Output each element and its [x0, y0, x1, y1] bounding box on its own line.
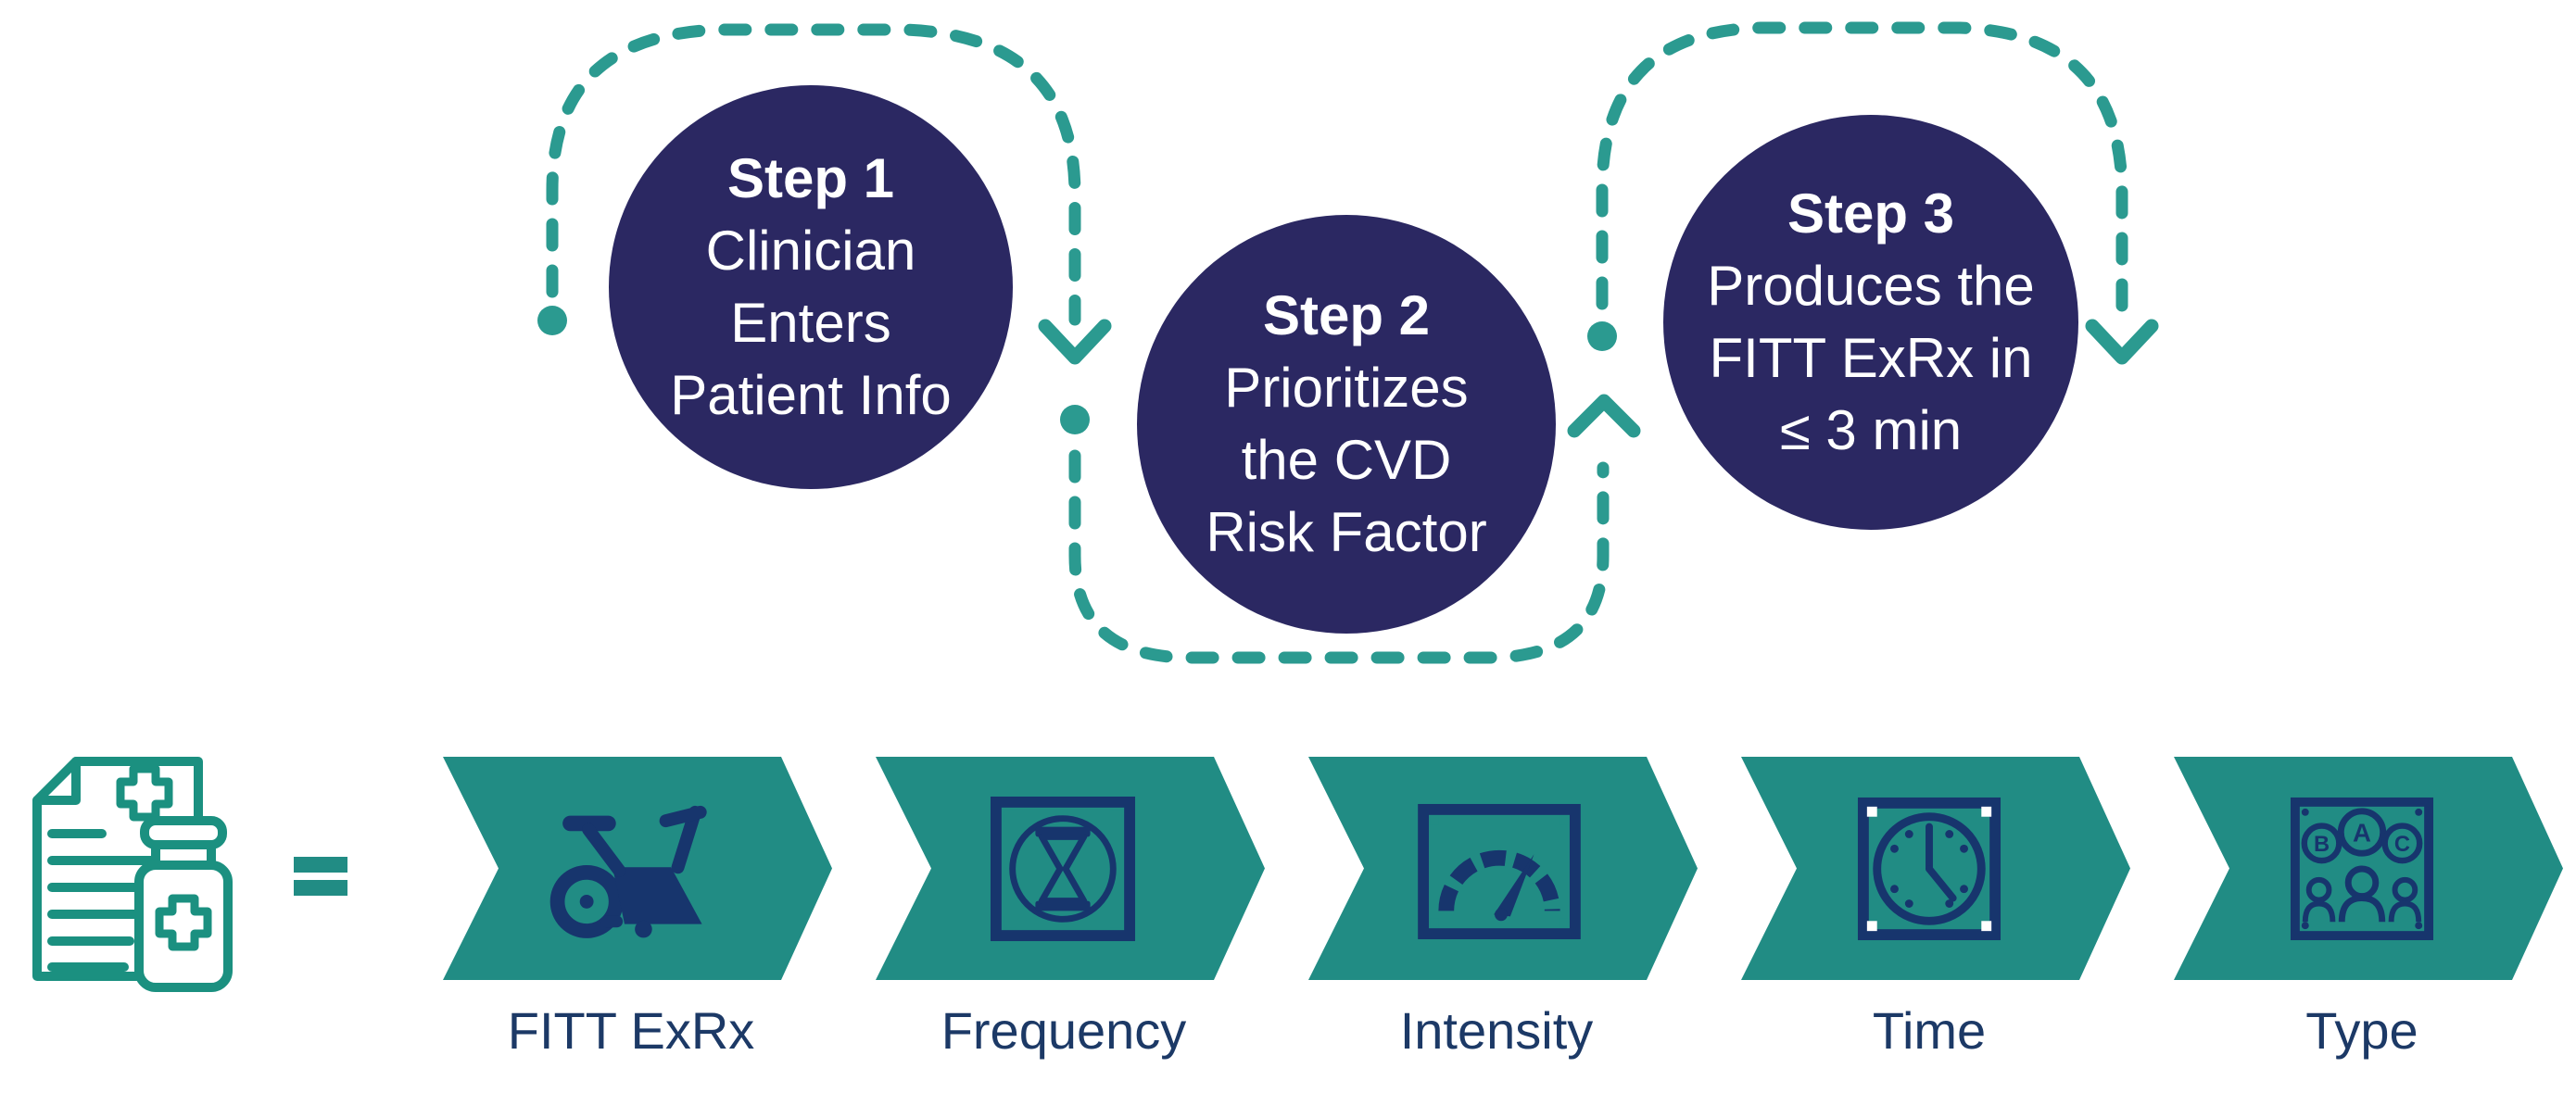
arrowhead-down-icon-2	[2085, 319, 2159, 365]
chevron-banner	[1308, 757, 1698, 980]
type-letter-a: A	[2353, 818, 2371, 847]
step-3-circle: Step 3 Produces the FITT ExRx in ≤ 3 min	[1663, 115, 2078, 530]
process-flow-connectors	[537, 21, 2159, 664]
chevron-banner	[1741, 757, 2130, 980]
flow-mid-dot-1	[1060, 405, 1090, 434]
label-time: Time	[1872, 1001, 1987, 1060]
step-1-title: Step 1	[726, 147, 895, 209]
step-2-circle: Step 2 Prioritizes the CVD Risk Factor	[1137, 215, 1556, 634]
fitt-arrow-type: A B C	[2174, 757, 2563, 980]
step-2-line: the CVD	[1241, 429, 1452, 491]
flow-path-step2-loop	[1068, 449, 1610, 664]
flow-mid-dot-2	[1587, 321, 1617, 351]
exercise-bike-icon	[549, 805, 707, 938]
step-1-line: Enters	[730, 292, 891, 354]
label-fitt-exrx: FITT ExRx	[507, 1001, 755, 1060]
label-intensity: Intensity	[1399, 1001, 1594, 1060]
activity-type-icon: A B C	[2290, 797, 2434, 941]
arrowhead-down-icon	[1038, 319, 1112, 365]
step-2-title: Step 2	[1262, 284, 1431, 346]
label-type: Type	[2305, 1001, 2418, 1060]
chevron-banner	[876, 757, 1265, 980]
step-3-line: FITT ExRx in	[1709, 327, 2033, 389]
gauge-icon	[1418, 803, 1581, 940]
medical-document-and-pill-bottle-icon	[32, 757, 233, 992]
hourglass-icon	[990, 796, 1136, 942]
step-2-line: Prioritizes	[1224, 357, 1469, 419]
step-3-title: Step 3	[1787, 182, 1955, 245]
step-1-circle: Step 1 Clinician Enters Patient Info	[609, 85, 1013, 489]
flow-start-dot	[537, 306, 567, 335]
step-3-line: Produces the	[1707, 255, 2035, 317]
fitt-arrow-time	[1741, 757, 2130, 980]
type-letter-b: B	[2314, 833, 2330, 857]
step-2-line: Risk Factor	[1206, 501, 1487, 563]
step-1-line: Patient Info	[670, 364, 952, 426]
fitt-arrow-intensity	[1308, 757, 1698, 980]
label-frequency: Frequency	[941, 1001, 1187, 1060]
step-1-line: Clinician	[705, 220, 916, 282]
flow-path-step1-to-step2	[546, 23, 1081, 326]
flow-path-step3	[1596, 21, 2128, 326]
fitt-arrow-frequency	[876, 757, 1265, 980]
fitt-arrow-exrx	[443, 757, 832, 980]
arrowhead-up-icon	[1567, 394, 1641, 438]
type-letter-c: C	[2394, 833, 2410, 857]
clock-icon	[1857, 797, 2001, 941]
step-3-line: ≤ 3 min	[1779, 399, 1963, 461]
equals-icon	[294, 857, 347, 903]
